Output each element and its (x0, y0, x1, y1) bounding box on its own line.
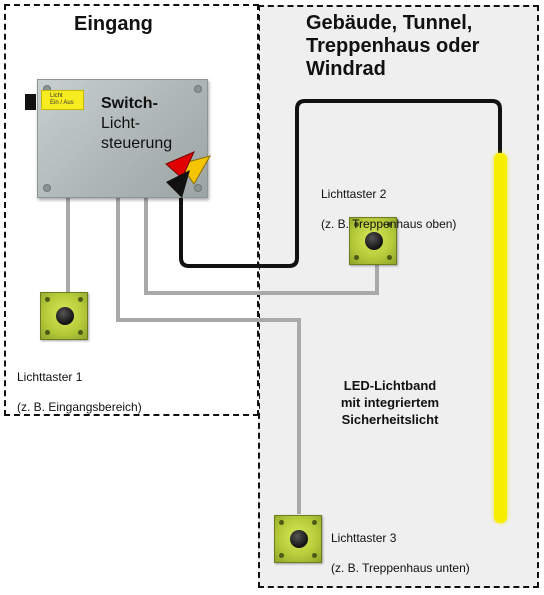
building-zone-title: Gebäude, Tunnel, Treppenhaus oder Windra… (306, 12, 480, 80)
push-button-icon (290, 530, 308, 548)
cable-to-button-2 (144, 198, 379, 295)
plug-red-icon (165, 151, 195, 179)
plug-black-icon (166, 170, 190, 198)
screw-icon (43, 184, 51, 192)
button-2-name: Lichttaster 2 (321, 187, 387, 201)
button-3-name: Lichttaster 3 (331, 531, 397, 545)
push-button-icon (56, 307, 74, 325)
light-button-2[interactable] (349, 217, 397, 265)
led-light-band (494, 153, 507, 523)
switch-label-line1: Licht (50, 93, 63, 99)
controller-title-bold: Switch- (101, 95, 158, 112)
light-button-3[interactable] (274, 515, 322, 563)
screw-icon (194, 85, 202, 93)
button-2-location: (z. B. Treppenhaus oben) (321, 217, 457, 231)
cable-to-button-3 (116, 198, 301, 514)
controller-title: Switch- Licht- steuerung (101, 94, 172, 154)
cable-plugs-icon (165, 151, 212, 198)
button-1-location: (z. B. Eingangsbereich) (17, 400, 142, 414)
screw-icon (194, 184, 202, 192)
power-switch[interactable] (25, 94, 36, 110)
button-1-caption: Lichttaster 1 (z. B. Eingangsbereich) (17, 355, 142, 430)
switch-label-line2: Ein / Aus (50, 100, 74, 106)
push-button-icon (365, 232, 383, 250)
switch-light-controller: Licht Ein / Aus Switch- Licht- steuerung (25, 79, 208, 198)
entrance-zone (4, 4, 259, 416)
light-button-1[interactable] (40, 292, 88, 340)
controller-title-rest: Licht- steuerung (101, 115, 173, 152)
button-1-name: Lichttaster 1 (17, 370, 83, 384)
switch-label: Licht Ein / Aus (41, 90, 84, 110)
button-3-caption: Lichttaster 3 (z. B. Treppenhaus unten) (331, 516, 470, 591)
button-2-caption: Lichttaster 2 (z. B. Treppenhaus oben) (321, 172, 456, 247)
power-cable (179, 99, 502, 268)
entrance-zone-title: Eingang (74, 13, 153, 35)
button-3-location: (z. B. Treppenhaus unten) (331, 561, 470, 575)
led-band-caption: LED-Lichtband mit integriertem Sicherhei… (340, 378, 440, 427)
